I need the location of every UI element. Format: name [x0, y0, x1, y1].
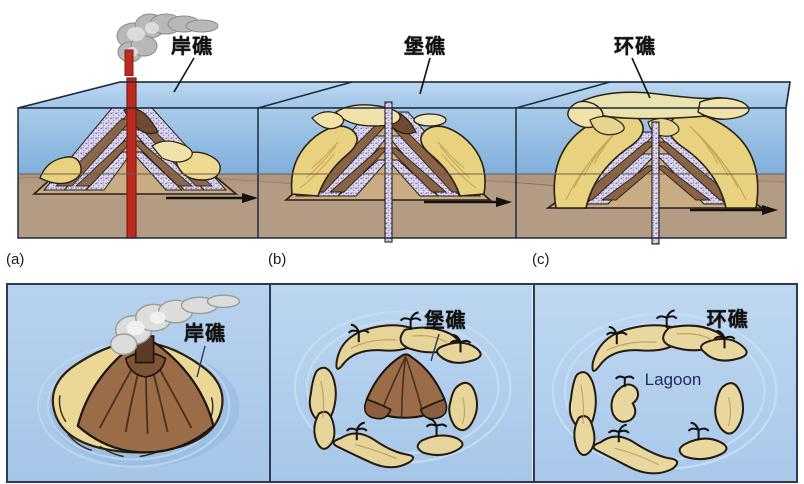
- map-svg-c: [534, 285, 796, 481]
- panel-c-content: [545, 91, 765, 245]
- map-panel-atoll: 环礁 Lagoon: [533, 283, 798, 483]
- eruption-plume-a: [116, 13, 219, 76]
- label-fringing-reef-map: 岸礁: [184, 321, 226, 345]
- leader-line-map-a: [196, 345, 206, 378]
- arrow-b: [424, 197, 512, 207]
- map-panel-fringing-reef: 岸礁: [6, 283, 271, 483]
- map-panel-barrier-reef: 堡礁: [270, 283, 534, 483]
- leader-line-c: [631, 57, 651, 99]
- label-barrier-reef-b: 堡礁: [404, 34, 446, 58]
- label-fringing-reef-a: 岸礁: [171, 34, 213, 58]
- map-svg-b: [271, 285, 533, 481]
- label-lagoon: Lagoon: [644, 370, 702, 389]
- map-svg-a: [8, 285, 270, 481]
- arrow-c: [690, 205, 778, 215]
- label-atoll-map: 环礁: [706, 307, 749, 331]
- leader-line-map-b: [430, 333, 440, 362]
- panel-tag-c: (c): [532, 251, 550, 268]
- map-view-row: 岸礁: [6, 283, 798, 483]
- panel-b-content: [283, 101, 493, 243]
- leader-line-b: [419, 57, 431, 95]
- label-atoll-c: 环礁: [614, 34, 656, 58]
- block-diagram-row: [0, 62, 804, 252]
- panel-a-content: [31, 77, 239, 239]
- panel-tag-a: (a): [6, 251, 25, 268]
- label-barrier-reef-map: 堡礁: [424, 308, 467, 332]
- block-diagram-svg: [17, 77, 791, 245]
- leader-line-a: [173, 57, 195, 93]
- arrow-a: [166, 193, 258, 203]
- panel-tag-b: (b): [268, 251, 287, 268]
